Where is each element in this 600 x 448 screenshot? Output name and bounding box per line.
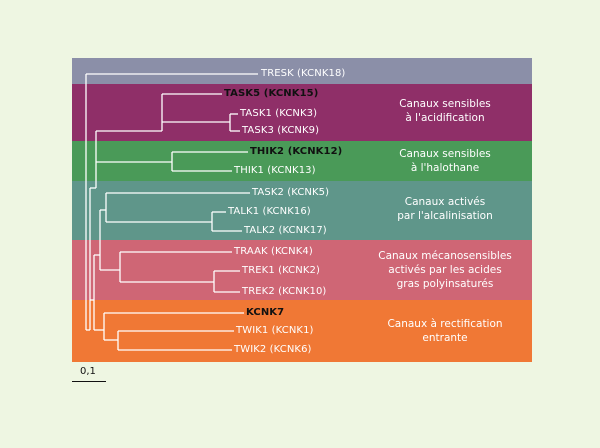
band-alcalinisation [72, 181, 532, 240]
group-label-halothane: Canaux sensibles à l'halothane [399, 148, 491, 174]
leaf-thik1: THIK1 (KCNK13) [234, 165, 316, 176]
leaf-task5: TASK5 (KCNK15) [224, 88, 319, 99]
leaf-task3: TASK3 (KCNK9) [242, 125, 320, 136]
leaf-twik2: TWIK2 (KCNK6) [234, 344, 312, 355]
band-tresk [72, 58, 532, 84]
leaf-task1: TASK1 (KCNK3) [240, 108, 318, 119]
leaf-traak: TRAAK (KCNK4) [234, 246, 313, 257]
leaf-trek2: TREK2 (KCNK10) [242, 286, 327, 297]
scale-bar-line [72, 381, 106, 382]
band-mecanosensibles [72, 240, 532, 300]
leaf-kcnk7: KCNK7 [246, 307, 285, 318]
band-halothane [72, 141, 532, 181]
group-label-rectification: Canaux à rectification entrante [387, 318, 503, 344]
leaf-talk2: TALK2 (KCNK17) [244, 225, 327, 236]
leaf-task2: TASK2 (KCNK5) [252, 187, 330, 198]
group-label-mecanosensibles: Canaux mécanosensibles activés par les a… [378, 250, 512, 290]
leaf-thik2: THIK2 (KCNK12) [250, 146, 343, 157]
group-label-alcalinisation: Canaux activés par l'alcalinisation [397, 196, 493, 222]
group-label-acidification: Canaux sensibles à l'acidification [399, 98, 491, 124]
scale-bar-label: 0,1 [80, 366, 96, 377]
leaf-talk1: TALK1 (KCNK16) [228, 206, 311, 217]
leaf-twik1: TWIK1 (KCNK1) [236, 325, 314, 336]
leaf-tresk: TRESK (KCNK18) [261, 68, 346, 79]
leaf-trek1: TREK1 (KCNK2) [242, 265, 320, 276]
